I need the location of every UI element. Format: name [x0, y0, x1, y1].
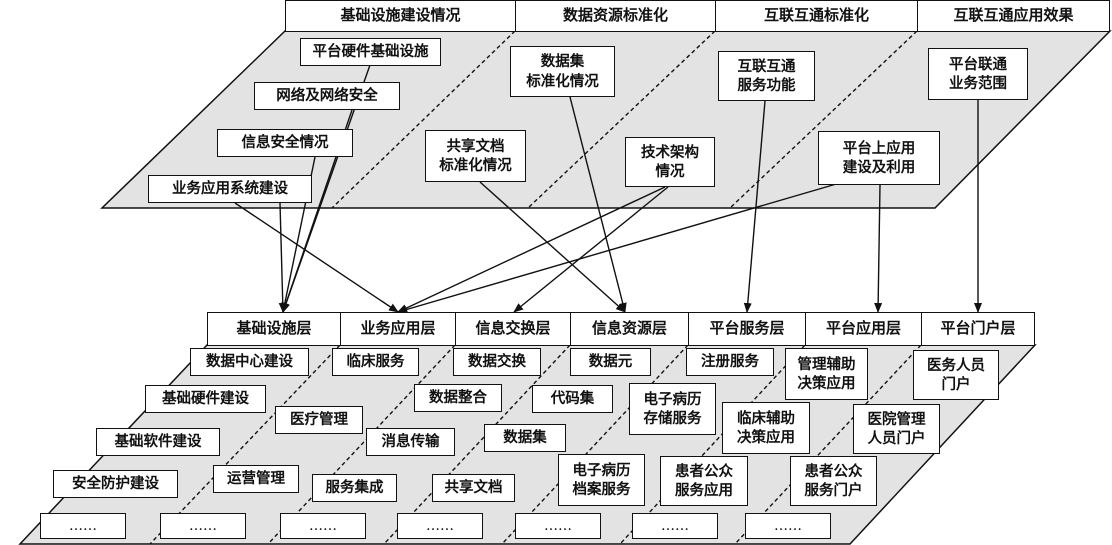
upper-item-app-use: 平台上应用 建设及利用 — [818, 131, 940, 185]
lower-item-clinical: 临床服务 — [332, 348, 419, 376]
ellipsis-box: …… — [745, 513, 831, 539]
lower-item-base-hw: 基础硬件建设 — [145, 385, 266, 413]
ellipsis-box: …… — [397, 513, 483, 539]
lower-item-patient-app: 患者公众 服务应用 — [660, 456, 748, 506]
layer-business-app: 业务应用层 — [340, 312, 456, 346]
upper-item-shared-doc-std: 共享文档 标准化情况 — [425, 130, 526, 182]
lower-divider — [149, 344, 341, 545]
upper-divider — [527, 30, 716, 209]
lower-item-data-element: 数据元 — [570, 348, 651, 376]
arrow-tech-arch-to-exchange-layer — [513, 186, 669, 313]
arrow-biz-sys-to-biz-layer — [234, 202, 399, 313]
upper-item-tech-arch: 技术架构 情况 — [625, 137, 715, 187]
lower-divider — [383, 344, 571, 545]
upper-item-dataset-std: 数据集 标准化情况 — [510, 46, 615, 97]
arrow-shared-doc-std-to-resource-layer — [479, 181, 626, 313]
upper-item-network: 网络及网络安全 — [254, 82, 400, 110]
layer-info-exchange: 信息交换层 — [455, 312, 571, 346]
upper-item-biz-sys: 业务应用系统建设 — [148, 175, 312, 203]
lower-item-staff-portal: 医务人员 门户 — [913, 350, 999, 400]
lower-item-patient-portal: 患者公众 服务门户 — [790, 456, 877, 506]
ellipsis-box: …… — [40, 513, 126, 539]
lower-divider — [734, 344, 922, 545]
lower-item-data-exchange: 数据交换 — [453, 348, 541, 376]
lower-divider — [501, 344, 689, 545]
arrow-dataset-std-to-resource-layer — [569, 96, 627, 313]
arrow-svc-func-to-service-layer — [743, 100, 766, 313]
layer-infrastructure: 基础设施层 — [207, 312, 341, 346]
header-infrastructure: 基础设施建设情况 — [285, 0, 516, 32]
lower-item-registry: 注册服务 — [686, 348, 774, 376]
lower-item-emr-archive: 电子病历 档案服务 — [558, 454, 645, 506]
lower-item-dc: 数据中心建设 — [190, 348, 309, 376]
lower-divider — [267, 344, 456, 545]
upper-item-hw-infra: 平台硬件基础设施 — [300, 38, 441, 66]
upper-divider — [729, 30, 918, 209]
lower-item-admin-portal: 医院管理 人员门户 — [853, 404, 940, 454]
upper-divider — [331, 30, 516, 209]
layer-platform-portal: 平台门户层 — [921, 312, 1035, 346]
lower-item-emr-storage: 电子病历 存储服务 — [629, 383, 716, 435]
layer-platform-app: 平台应用层 — [805, 312, 922, 346]
lower-item-clinical-decision: 临床辅助 决策应用 — [722, 402, 810, 454]
lower-divider — [619, 344, 806, 545]
upper-item-biz-scope: 平台联通 业务范围 — [928, 48, 1028, 100]
layer-platform-service: 平台服务层 — [688, 312, 806, 346]
lower-item-medical-mgmt: 医疗管理 — [275, 406, 363, 434]
arrow-app-use-to-app-layer — [874, 184, 883, 313]
lower-item-shared-doc: 共享文档 — [432, 474, 515, 502]
lower-item-code-set: 代码集 — [532, 385, 613, 413]
lower-item-base-sw: 基础软件建设 — [96, 428, 220, 456]
lower-item-svc-integration: 服务集成 — [312, 474, 397, 502]
lower-item-msg-transfer: 消息传输 — [366, 428, 455, 456]
arrow-biz-sys-to-infra-layer — [278, 202, 287, 313]
lower-item-mgmt-decision: 管理辅助 决策应用 — [785, 348, 868, 400]
ellipsis-box: …… — [280, 513, 366, 539]
layer-info-resource: 信息资源层 — [570, 312, 689, 346]
lower-item-security: 安全防护建设 — [53, 470, 178, 498]
ellipsis-box: …… — [160, 513, 246, 539]
ellipsis-box: …… — [515, 513, 601, 539]
lower-item-data-integration: 数据整合 — [414, 384, 502, 412]
arrow-tech-arch-to-biz-layer — [397, 186, 666, 313]
arrow-app-use-to-biz-layer — [397, 179, 851, 314]
lower-item-dataset: 数据集 — [484, 424, 566, 452]
lower-item-ops-mgmt: 运营管理 — [213, 465, 299, 493]
ellipsis-box: …… — [632, 513, 718, 539]
header-data-resource: 数据资源标准化 — [515, 0, 716, 32]
upper-item-svc-func: 互联互通 服务功能 — [718, 51, 815, 101]
upper-item-infosec: 信息安全情况 — [217, 129, 353, 157]
header-interconnection: 互联互通标准化 — [715, 0, 918, 32]
header-application-effect: 互联互通应用效果 — [917, 0, 1110, 32]
